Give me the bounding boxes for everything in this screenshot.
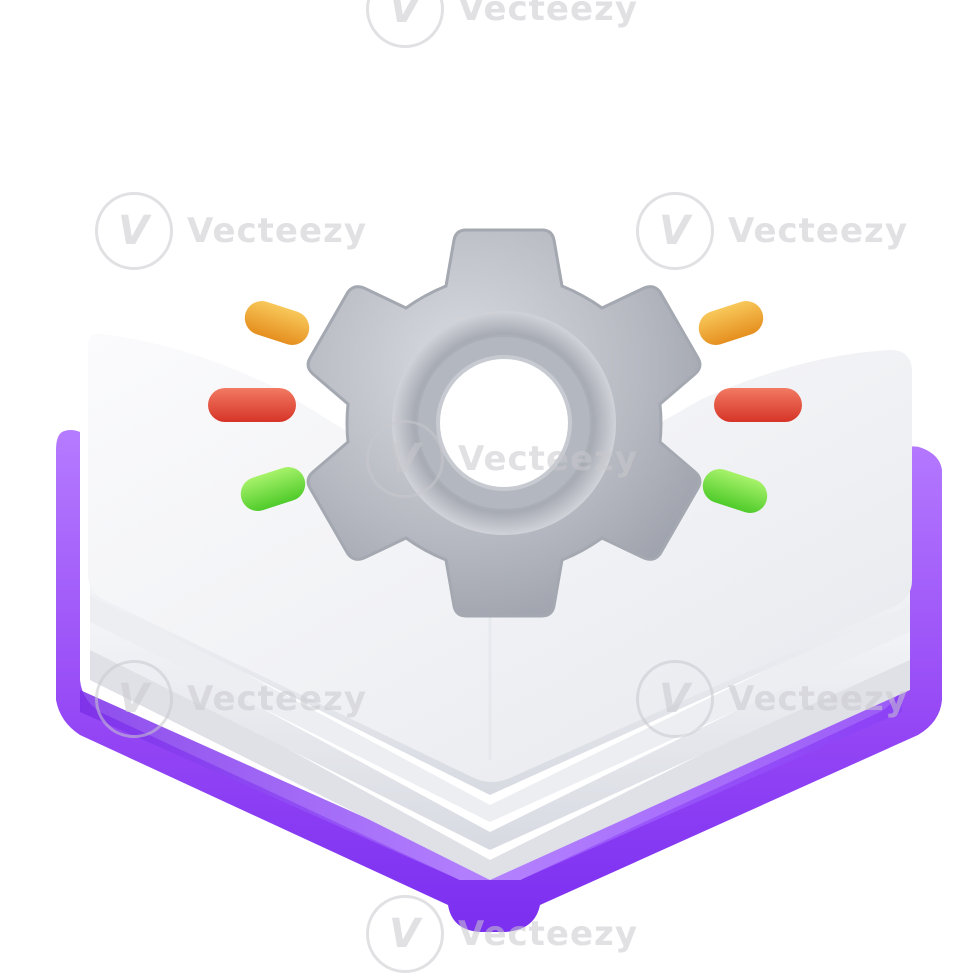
- gear-icon: [306, 228, 702, 618]
- book-page-layer-2: [90, 590, 910, 822]
- gear-hole: [438, 357, 570, 489]
- spark-red-right: [714, 388, 802, 422]
- gear-hole-edge: [436, 355, 572, 491]
- spark-orange-left: [244, 301, 310, 345]
- spark-green-right: [702, 469, 768, 513]
- spark-orange-right: [698, 301, 764, 345]
- spark-green-left: [240, 467, 306, 511]
- book-page-layer-3: [90, 615, 910, 850]
- spark-red-left: [208, 388, 296, 422]
- book-page-layer-4: [90, 640, 910, 880]
- book-cover-back: [56, 430, 942, 932]
- spark-dash-icon: [208, 301, 802, 513]
